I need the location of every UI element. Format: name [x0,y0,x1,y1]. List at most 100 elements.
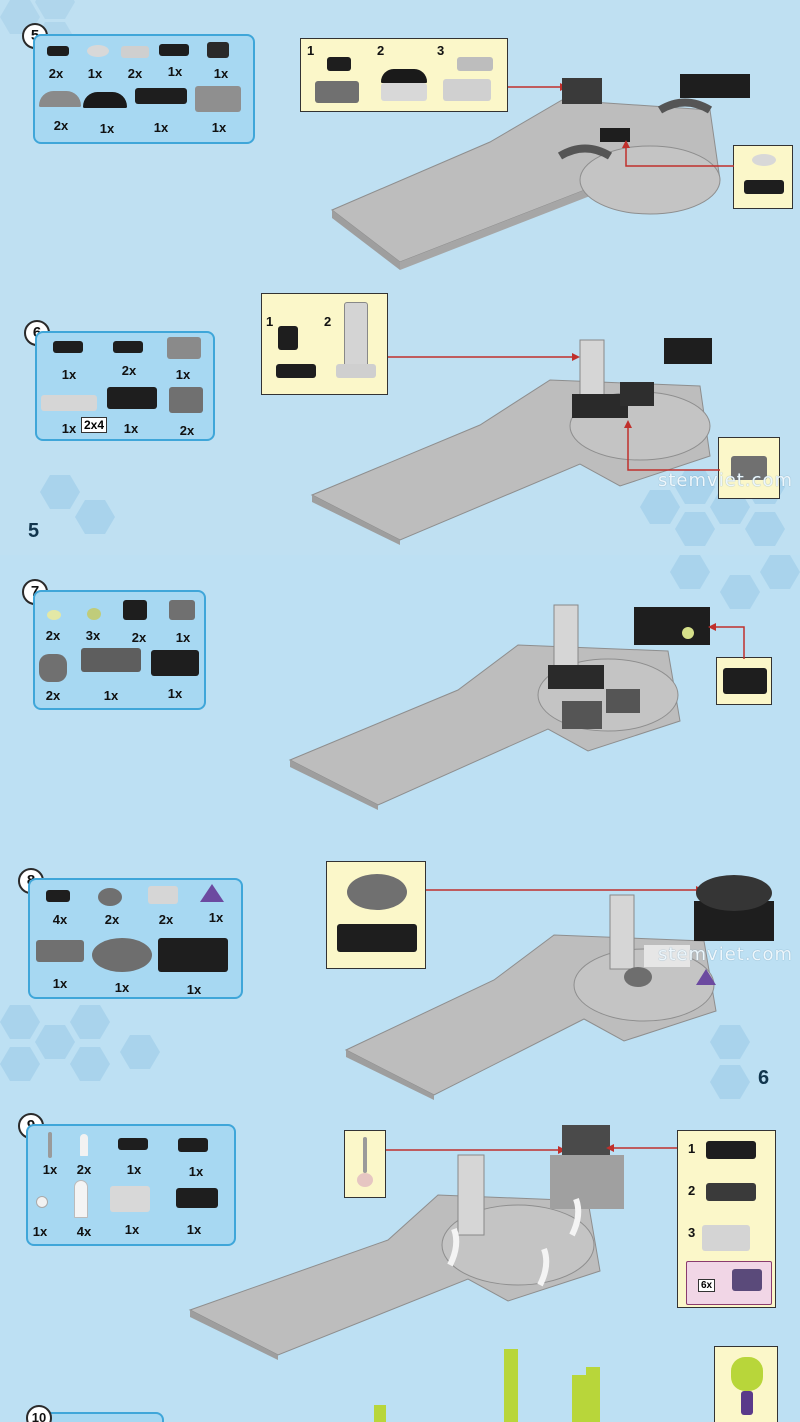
part-quantity: 1x [167,686,183,701]
part-quantity: 1x [188,1164,204,1179]
part-quantity: 4x [52,912,68,927]
part-quantity: 1x [42,1162,58,1177]
part-brick [83,92,127,108]
sub-assembly-callout: 1 2 [261,293,388,395]
parts-list: 1x 2x 1x 1x 2x4 1x 2x [35,331,215,441]
part-quantity: 1x [211,120,227,135]
callout-quantity: 6x [698,1279,716,1292]
sub-assembly-callout [714,1346,778,1422]
part-brick [107,387,157,409]
part-quantity: 1x [208,910,224,925]
part-brick [706,1183,756,1201]
part-brick [169,387,203,413]
part-brick [48,1132,52,1158]
tile-size-label: 2x4 [81,417,108,433]
part-brick [121,46,149,58]
part-quantity: 1x [153,120,169,135]
part-brick [47,46,69,56]
part-pyramid [200,884,224,902]
sub-step-label: 1 [266,314,274,329]
part-brick [92,938,152,972]
sub-step-label: 1 [688,1141,696,1156]
part-brick [159,44,189,56]
sub-assembly-callout: 1 2 3 [300,38,508,112]
callout-arrow [606,1144,678,1152]
parts-list: 4x 2x 2x 1x 1x 1x 1x [28,878,243,999]
part-quantity: 1x [114,980,130,995]
part-brick [118,1138,148,1150]
part-quantity: 1x [124,1222,140,1237]
part-brick [327,57,351,71]
part-brick [41,395,97,411]
part-brick [151,650,199,676]
part-brick [344,302,368,368]
part-brick [87,608,101,620]
part-brick [381,69,427,83]
step-number: 10 [26,1405,52,1422]
part-brick [135,88,187,104]
part-brick [723,668,767,694]
part-brick [169,600,195,620]
part-brick [53,341,83,353]
part-quantity: 2x [104,912,120,927]
hexagon-decoration [40,475,115,534]
part-brick [123,600,147,620]
sub-assembly-callout: 1 2 3 6x [677,1130,776,1308]
part-quantity: 2x [45,688,61,703]
part-quantity: 1x [61,421,77,436]
part-quantity: 4x [76,1224,92,1239]
part-quantity: 1x [103,688,119,703]
part-brick [46,890,70,902]
part-brick [381,83,427,101]
part-brick [363,1137,367,1173]
part-brick [167,337,201,359]
part-brick [741,1391,753,1415]
sub-step-label: 3 [688,1225,696,1240]
part-quantity: 1x [186,982,202,997]
parts-list: 1x 2x 1x 1x 1x 4x 1x 1x [26,1124,236,1246]
part-brick [731,456,767,480]
parts-list: 2x 3x 2x 1x 2x 1x 1x [33,590,206,710]
part-quantity: 1x [175,367,191,382]
part-brick [357,1173,373,1187]
part-quantity: 2x [127,66,143,81]
part-quantity: 1x [175,630,191,645]
hexagon-decoration [670,555,800,609]
part-brick [702,1225,750,1251]
part-quantity: 2x [48,66,64,81]
callout-arrow [708,623,745,659]
part-brick [81,648,141,672]
sub-step-label: 2 [688,1183,696,1198]
part-quantity: 1x [126,1162,142,1177]
part-brick [457,57,493,71]
part-brick [158,938,228,972]
part-quantity: 1x [213,66,229,81]
baseplate-model [188,1125,624,1360]
part-quantity: 1x [123,421,139,436]
part-brick [347,874,407,910]
part-brick [278,326,298,350]
part-brick [36,940,84,962]
sub-assembly-callout [733,145,793,209]
part-brick [744,180,784,194]
part-quantity: 1x [167,64,183,79]
callout-arrow [624,420,720,471]
part-brick [337,924,417,952]
part-brick [113,341,143,353]
model-preview [374,1349,600,1422]
part-brick [443,79,491,101]
part-brick [39,654,67,682]
part-brick [39,91,81,107]
callout-arrow [622,140,734,167]
part-quantity: 1x [32,1224,48,1239]
part-brick [87,45,109,57]
callout-arrow [388,353,580,361]
part-brick [207,42,229,58]
part-brick [276,364,316,378]
sub-step-label: 3 [437,43,445,58]
part-brick [110,1186,150,1212]
part-brick [74,1180,88,1218]
part-quantity: 2x [45,628,61,643]
part-brick [315,81,359,103]
watermark: stemviet.com [658,944,793,965]
